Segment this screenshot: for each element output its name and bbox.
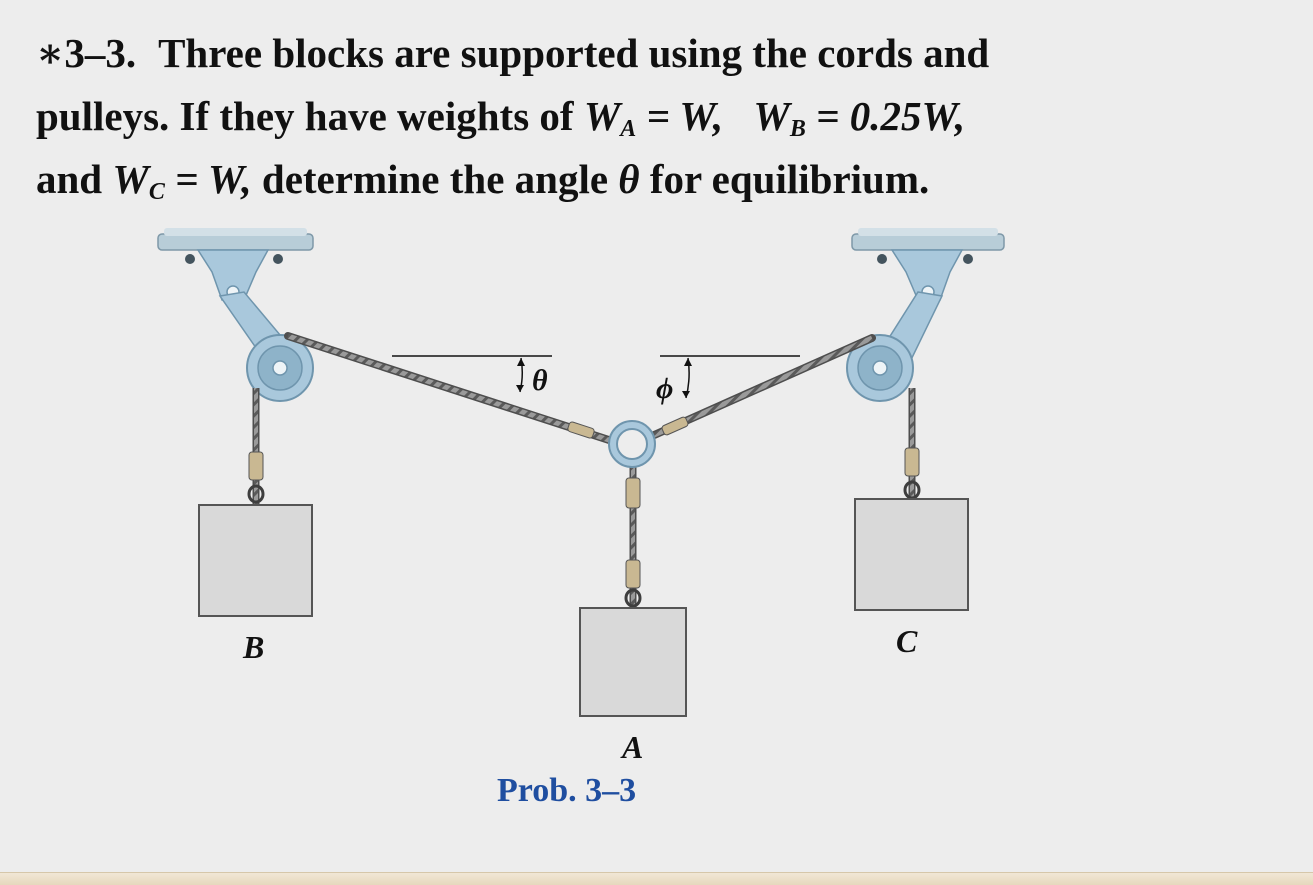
cord-c bbox=[903, 388, 921, 500]
weight-a-sub: A bbox=[620, 116, 637, 142]
weight-c-symbol: W bbox=[112, 156, 149, 202]
problem-theta: θ bbox=[618, 156, 640, 202]
right-pulley bbox=[846, 334, 914, 402]
cord-b bbox=[247, 388, 265, 505]
angle-phi-label: ϕ bbox=[656, 372, 673, 405]
weight-a-eq: = W, bbox=[646, 93, 724, 139]
ring bbox=[608, 420, 656, 468]
weight-b-sub: B bbox=[789, 116, 806, 142]
left-pulley bbox=[246, 334, 314, 402]
weight-c-sub: C bbox=[148, 179, 165, 205]
problem-statement: ∗3–3. Three blocks are supported using th… bbox=[36, 22, 1286, 211]
problem-line3-end: for equilibrium. bbox=[649, 156, 930, 202]
weight-a-symbol: W bbox=[583, 93, 621, 139]
block-b-label: B bbox=[242, 629, 264, 665]
weight-b-eq: = 0.25W, bbox=[816, 93, 966, 139]
bottom-bar bbox=[0, 872, 1313, 885]
block-b bbox=[198, 504, 313, 617]
angle-theta-label: θ bbox=[532, 364, 548, 397]
figure-caption: Prob. 3–3 bbox=[497, 772, 637, 809]
problem-line1: Three blocks are supported using the cor… bbox=[158, 30, 990, 76]
block-c-label: C bbox=[896, 623, 918, 659]
weight-b-symbol: W bbox=[753, 93, 790, 139]
cord-a bbox=[624, 465, 642, 608]
problem-line3-rest: determine the angle bbox=[261, 156, 609, 202]
block-c bbox=[854, 498, 969, 611]
block-a bbox=[579, 607, 687, 717]
weight-c-eq: = W, bbox=[175, 156, 252, 202]
problem-line3-and: and bbox=[36, 156, 103, 202]
cord-left-to-ring bbox=[284, 332, 616, 445]
cord-right-to-ring bbox=[648, 334, 876, 440]
block-a-label: A bbox=[620, 729, 643, 765]
problem-line2: pulleys. If they have weights of bbox=[36, 93, 574, 139]
problem-number: ∗3–3. bbox=[36, 30, 137, 76]
